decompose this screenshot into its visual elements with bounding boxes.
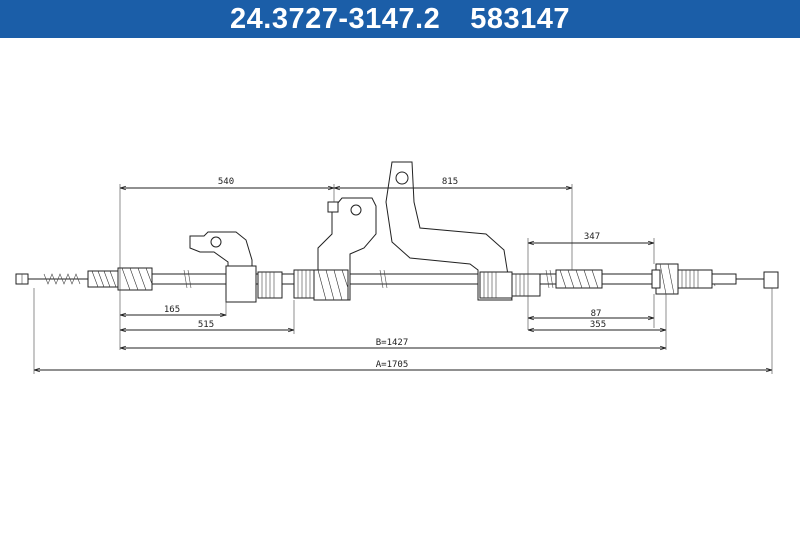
extension-lines — [33, 184, 773, 374]
dim-165-label: 165 — [164, 305, 180, 315]
dim-540-label: 540 — [218, 177, 234, 187]
dim-355-label: 355 — [590, 320, 606, 330]
right-ferrule — [555, 269, 603, 289]
dimension-540: 540 — [120, 177, 334, 188]
middle-bracket — [293, 197, 377, 301]
dimension-355: 355 — [528, 320, 666, 330]
dim-815-label: 815 — [442, 177, 458, 187]
title-bar: 24.3727-3147.2 583147 — [0, 0, 800, 38]
dimension-87: 87 — [528, 309, 654, 319]
dim-b-label: B=1427 — [376, 338, 409, 348]
right-cable-end — [651, 263, 779, 295]
dim-87-label: 87 — [591, 309, 602, 319]
dim-347-label: 347 — [584, 232, 600, 242]
dimension-a: A=1705 — [34, 360, 772, 370]
cable-technical-drawing: 540 815 347 165 515 87 355 B=1427 A=1705 — [15, 161, 779, 374]
dimension-515: 515 — [120, 320, 294, 330]
left-bracket — [189, 231, 295, 303]
dim-a-label: A=1705 — [376, 360, 409, 370]
dimension-347: 347 — [528, 232, 654, 243]
dimension-165: 165 — [120, 305, 226, 315]
part-number: 24.3727-3147.2 — [230, 3, 441, 35]
left-cable-end — [15, 267, 153, 291]
dim-515-label: 515 — [198, 320, 214, 330]
tall-bracket — [385, 161, 541, 301]
dimension-b: B=1427 — [120, 338, 666, 348]
reference-number: 583147 — [470, 3, 570, 35]
dimension-815: 815 — [334, 177, 572, 188]
